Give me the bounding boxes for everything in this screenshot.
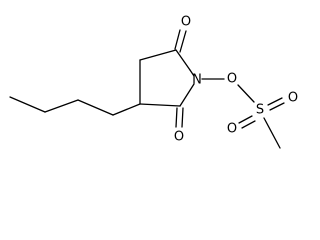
bond-carbonyl-bottom-1 — [175, 107, 178, 128]
bond-butyl-4 — [9, 96, 46, 113]
chemical-structure-diagram: O N O S O O O — [9, 15, 298, 149]
bond-carbonyl-top-2 — [179, 30, 187, 53]
bond-s-o-right-2 — [269, 102, 285, 111]
bond-carbonyl-top-1 — [174, 29, 181, 50]
bond-ring-c2-c3 — [139, 103, 181, 107]
bond-ring-c4-c5 — [175, 49, 191, 71]
bond-carbonyl-bottom-2 — [181, 107, 184, 128]
atom-label-sulfonyl-oxygen-bottom: O — [227, 122, 237, 137]
atom-label-sulfur: S — [256, 103, 264, 118]
bond-butyl-3 — [44, 99, 79, 113]
atom-label-carbonyl-oxygen-bottom: O — [174, 130, 184, 145]
bond-ring-c5-n — [189, 69, 195, 77]
atom-label-carbonyl-oxygen-top: O — [181, 15, 191, 30]
bond-ring-c3-c4 — [139, 49, 177, 61]
bond-butyl-1 — [112, 103, 141, 116]
bond-o-s — [237, 84, 255, 103]
atom-label-sulfonyl-oxygen-right: O — [288, 91, 298, 106]
bond-s-o-bottom-2 — [241, 120, 256, 129]
bond-s-o-bottom-1 — [238, 115, 253, 124]
bond-s-methyl — [263, 117, 281, 149]
bond-ring-n-c2 — [179, 83, 195, 107]
bond-s-o-right-1 — [267, 97, 283, 106]
bond-butyl-2 — [77, 99, 114, 116]
atom-label-linking-oxygen: O — [227, 72, 237, 87]
atom-label-ring-nitrogen: N — [192, 73, 202, 88]
